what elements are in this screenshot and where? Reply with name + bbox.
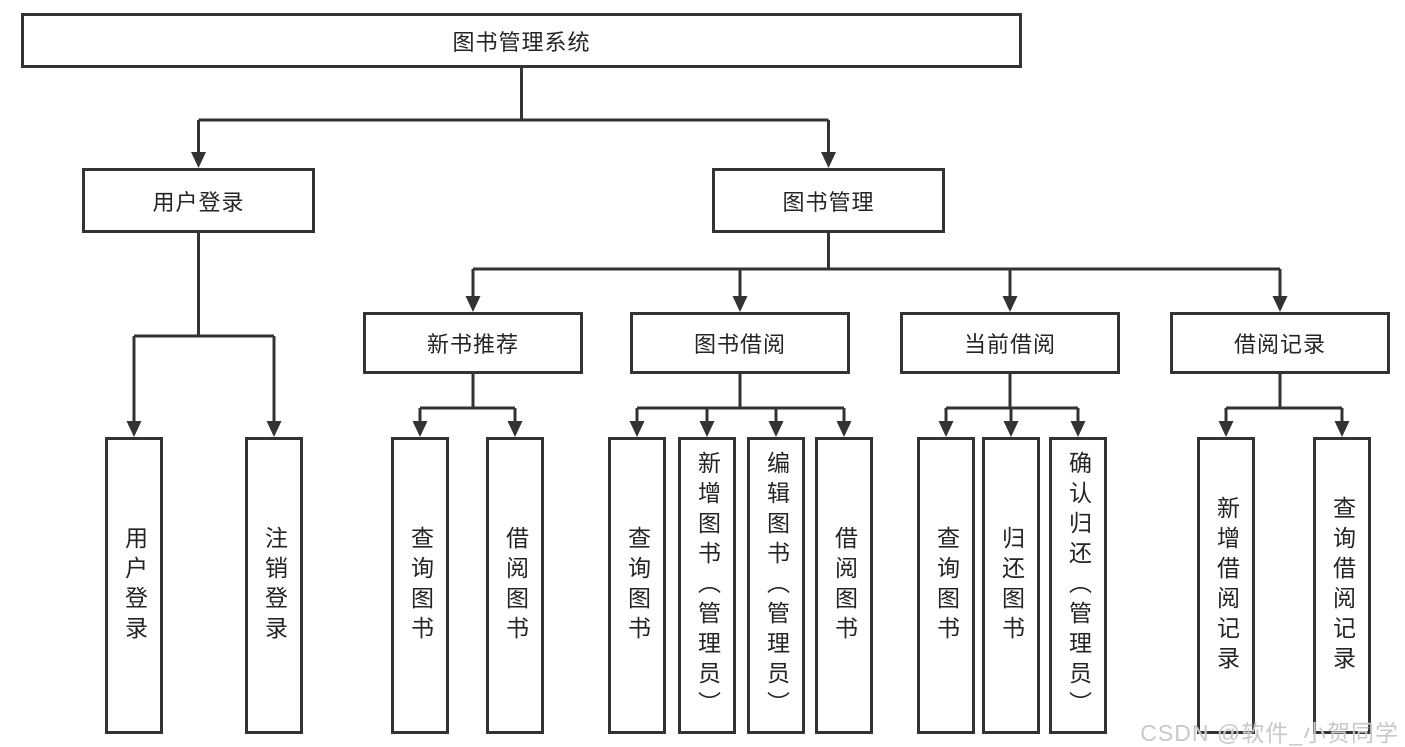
node-current-borrow: 当前借阅 <box>900 312 1120 374</box>
leaf-label: 用户登录 <box>121 525 148 646</box>
leaf-logout: 注销登录 <box>245 437 303 734</box>
node-label: 图书借阅 <box>693 332 786 357</box>
node-label: 新书推荐 <box>426 332 519 357</box>
leaf-label: 编辑图书（管理员） <box>763 450 790 721</box>
node-label: 图书管理系统 <box>452 29 591 55</box>
leaf-edit-book-admin: 编辑图书（管理员） <box>747 437 805 734</box>
node-label: 用户登录 <box>152 189 245 215</box>
node-label: 图书管理 <box>782 189 875 215</box>
leaf-add-borrow-record: 新增借阅记录 <box>1197 437 1255 734</box>
connector-path <box>132 68 1344 423</box>
leaf-label: 确认归还（管理员） <box>1065 450 1092 721</box>
node-label: 当前借阅 <box>963 332 1056 357</box>
arrowheads <box>126 152 1350 437</box>
leaf-return-book: 归还图书 <box>982 437 1040 734</box>
leaf-label: 归还图书 <box>998 525 1025 646</box>
leaf-label: 查询借阅记录 <box>1329 495 1356 676</box>
node-user-login: 用户登录 <box>82 168 315 233</box>
node-library-system: 图书管理系统 <box>21 13 1022 68</box>
node-borrow-records: 借阅记录 <box>1170 312 1390 374</box>
node-book-borrow: 图书借阅 <box>630 312 850 374</box>
node-book-management: 图书管理 <box>712 168 945 233</box>
leaf-label: 新增借阅记录 <box>1213 495 1240 676</box>
leaf-label: 查询图书 <box>407 525 434 646</box>
csdn-watermark: CSDN @软件_小贺同学 <box>1140 720 1399 746</box>
leaf-borrow-books-recommend: 借阅图书 <box>486 437 544 734</box>
leaf-add-book-admin: 新增图书（管理员） <box>678 437 736 734</box>
leaf-user-login: 用户登录 <box>105 437 163 734</box>
node-new-book-recommend: 新书推荐 <box>363 312 583 374</box>
leaf-label: 借阅图书 <box>831 525 858 646</box>
leaf-query-borrow-record: 查询借阅记录 <box>1313 437 1371 734</box>
leaf-label: 查询图书 <box>624 525 651 646</box>
leaf-label: 借阅图书 <box>502 525 529 646</box>
leaf-query-books-recommend: 查询图书 <box>391 437 449 734</box>
leaf-confirm-return-admin: 确认归还（管理员） <box>1049 437 1107 734</box>
leaf-label: 查询图书 <box>933 525 960 646</box>
leaf-borrow-books-borrow: 借阅图书 <box>815 437 873 734</box>
leaf-query-books-borrow: 查询图书 <box>608 437 666 734</box>
leaf-label: 注销登录 <box>261 525 288 646</box>
node-label: 借阅记录 <box>1233 332 1326 357</box>
leaf-label: 新增图书（管理员） <box>694 450 721 721</box>
leaf-query-books-current: 查询图书 <box>917 437 975 734</box>
